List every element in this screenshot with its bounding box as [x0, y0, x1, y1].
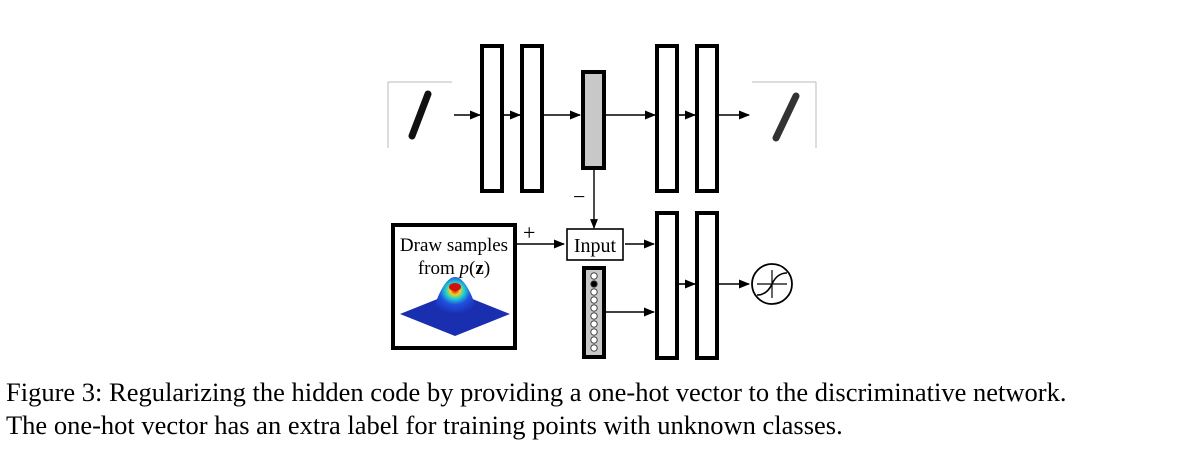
- plus-sign: +: [523, 220, 535, 245]
- one-hot-cell: [590, 272, 598, 280]
- digit-one-stroke: [408, 90, 432, 140]
- one-hot-cell: [590, 320, 598, 328]
- encoder-layer-2: [520, 44, 544, 193]
- sampler-label-from: from: [418, 258, 460, 279]
- discriminator-input-box: [566, 228, 624, 261]
- discriminator-layer-2: [695, 211, 719, 360]
- input-label: Input: [574, 235, 617, 257]
- figure-diagram: − Draw samples from p(z) + Input: [387, 44, 817, 360]
- figure-caption: Figure 3: Regularizing the hidden code b…: [6, 376, 1186, 442]
- sigmoid-output-icon: [751, 263, 793, 305]
- one-hot-cell: [590, 336, 598, 344]
- encoder-layer-1: [480, 44, 504, 193]
- gaussian-surface-plot: [400, 277, 510, 336]
- minus-sign: −: [573, 184, 585, 209]
- one-hot-cell-active: [590, 280, 598, 288]
- reconstructed-digit-image: [752, 81, 817, 148]
- decoder-layer-1: [655, 44, 679, 193]
- sampler-label-z: z: [475, 258, 484, 279]
- one-hot-cell: [590, 328, 598, 336]
- input-digit-image: [387, 81, 452, 148]
- one-hot-cell: [590, 312, 598, 320]
- one-hot-cell: [590, 344, 598, 352]
- caption-line-2: The one-hot vector has an extra label fo…: [6, 410, 843, 440]
- one-hot-cell: [590, 304, 598, 312]
- sampler-label-line2: from p(z): [418, 258, 490, 279]
- hidden-code-layer: [581, 70, 606, 170]
- reconstructed-digit-stroke: [772, 92, 800, 142]
- caption-line-1: Figure 3: Regularizing the hidden code b…: [6, 377, 1067, 407]
- sampler-label-p: p: [458, 258, 470, 279]
- decoder-layer-2: [695, 44, 719, 193]
- one-hot-cell: [590, 296, 598, 304]
- sampler-label-line1: Draw samples: [400, 235, 508, 256]
- discriminator-layer-1: [655, 211, 679, 360]
- one-hot-cells: [590, 272, 598, 352]
- one-hot-cell: [590, 288, 598, 296]
